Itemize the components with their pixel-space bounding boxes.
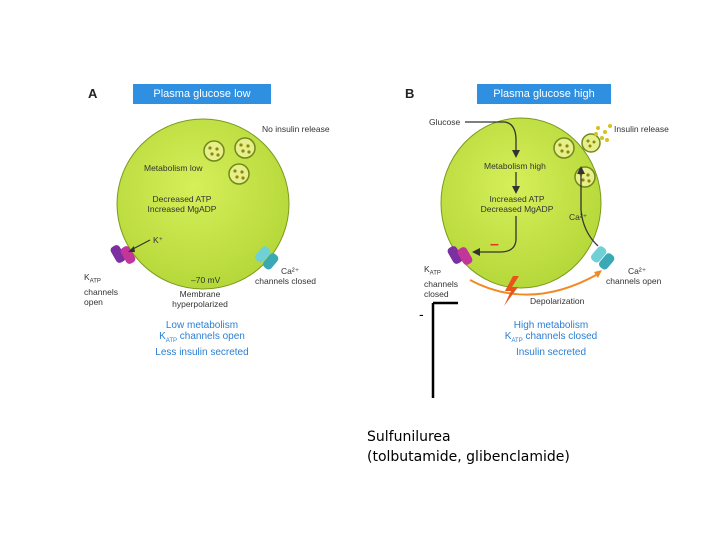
depolarization-arrow bbox=[469, 273, 599, 296]
panel-a-title: Plasma glucose low bbox=[133, 84, 271, 104]
drug-label: Sulfunilurea (tolbutamide, glibenclamide… bbox=[367, 429, 570, 465]
katp-channel-b bbox=[447, 246, 473, 265]
lightning-icon bbox=[504, 276, 519, 306]
atp-inhibit-arrow bbox=[478, 216, 517, 253]
ca-channels-open-label: Ca²⁺channels open bbox=[606, 266, 662, 286]
ca-channels-closed-label: Ca²⁺channels closed bbox=[255, 266, 316, 286]
depolarization-label: Depolarization bbox=[530, 296, 585, 306]
summary-b: High metabolism KATP channels closed Ins… bbox=[504, 320, 598, 358]
katp-channel-a bbox=[110, 245, 136, 264]
insulin-release-label: Insulin release bbox=[614, 124, 669, 134]
summary-a: Low metabolism KATP channels open Less i… bbox=[155, 320, 249, 358]
k-ion-label: K⁺ bbox=[153, 235, 164, 245]
ca-channel-a bbox=[255, 246, 279, 270]
katp-channels-closed-label: KATP channels closed bbox=[424, 264, 459, 299]
cell-b bbox=[440, 117, 602, 289]
released-insulin-dots bbox=[594, 124, 612, 142]
cell-a bbox=[116, 118, 290, 290]
metabolism-high-label: Metabolism high bbox=[484, 161, 546, 171]
no-insulin-label: No insulin release bbox=[262, 124, 330, 134]
glucose-label: Glucose bbox=[429, 117, 461, 127]
voltage-label: –70 mV bbox=[191, 275, 221, 285]
metabolism-low-label: Metabolism low bbox=[144, 163, 203, 173]
ca-influx-arrow bbox=[580, 172, 599, 247]
insulin-granules-b bbox=[553, 133, 601, 188]
katp-channels-open-label: KATP channels open bbox=[84, 272, 119, 307]
ca-inner-label: Ca²⁺ bbox=[569, 212, 588, 222]
inhibit-minus: – bbox=[490, 236, 499, 253]
panel-b-letter: B bbox=[405, 86, 415, 101]
panel-b-title: Plasma glucose high bbox=[477, 84, 611, 104]
glucose-arrow bbox=[465, 121, 517, 152]
drug-pointer-line bbox=[431, 301, 458, 398]
drug-minus-sign: - bbox=[419, 306, 424, 322]
panel-a-letter: A bbox=[88, 86, 98, 101]
insulin-granules-a bbox=[203, 137, 256, 185]
ca-channel-b bbox=[591, 246, 615, 270]
